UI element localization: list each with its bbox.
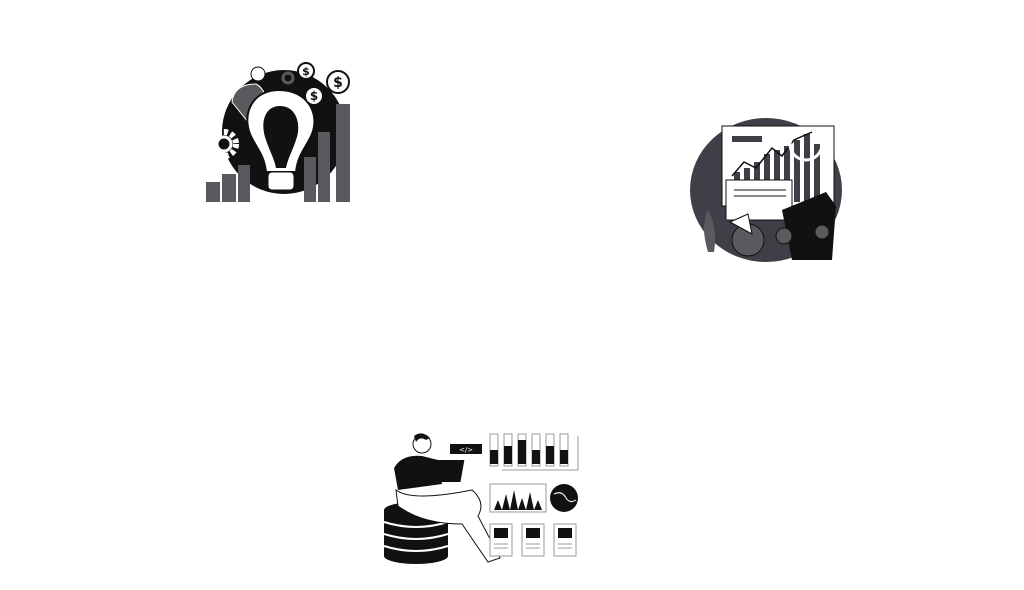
person-shirt	[394, 455, 442, 490]
laptop	[430, 460, 465, 482]
globe-icon	[550, 484, 578, 512]
person-legs	[395, 488, 501, 563]
trend-line	[731, 131, 813, 177]
person-hair	[414, 433, 430, 442]
gear-icon	[209, 129, 239, 159]
robot-joint	[775, 227, 793, 245]
document-cards	[489, 523, 577, 557]
magnifier-icon	[788, 126, 824, 162]
analytics-robot-arm-illustration	[690, 118, 842, 262]
person-head	[250, 66, 266, 82]
plant-leaf	[704, 210, 716, 252]
bulb-base	[267, 171, 295, 191]
svg-text:$: $	[333, 75, 343, 91]
code-tag-badge: </>	[450, 444, 482, 454]
svg-text:$: $	[310, 89, 318, 103]
dollar-coin-icon: $	[326, 70, 350, 94]
robot-joint	[814, 224, 830, 240]
developer-dashboard-illustration: </>	[383, 433, 579, 564]
lightbulb-growth-illustration: $ $ $	[206, 62, 350, 202]
pie-sheet	[728, 213, 753, 235]
small-gear-icon	[281, 71, 295, 85]
bar-chart-panel	[489, 433, 579, 471]
growth-bars	[206, 104, 350, 202]
robot-arm	[782, 192, 836, 260]
spike-chart-panel	[489, 483, 547, 513]
globe-lines	[553, 492, 577, 503]
lightbulb-core	[263, 106, 299, 168]
dollar-coin-icon: $	[297, 62, 315, 80]
svg-text:$: $	[302, 65, 310, 78]
svg-text:</>: </>	[459, 446, 473, 454]
report-sheet	[725, 179, 793, 221]
dollar-coin-icon: $	[304, 86, 324, 106]
chart-title-bar	[732, 136, 762, 142]
